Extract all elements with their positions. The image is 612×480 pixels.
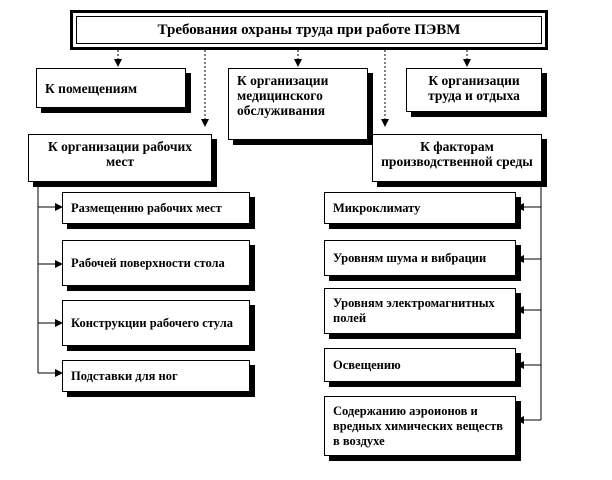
- factor-item-4-label: Освещению: [333, 357, 401, 372]
- category-factors: К факторам производственной среды: [372, 134, 542, 182]
- workplace-item-1-label: Размещению рабочих мест: [71, 200, 222, 215]
- factor-item-3-label: Уровням электромагнитных полей: [333, 296, 495, 325]
- workplace-item-3-label: Конструкции рабочего стула: [71, 315, 233, 330]
- factor-item-2: Уровням шума и вибрации: [324, 240, 516, 276]
- category-work-rest-label: К организации труда и отдыха: [428, 73, 520, 103]
- factor-item-3: Уровням электромагнитных полей: [324, 288, 516, 334]
- workplace-item-1: Размещению рабочих мест: [62, 192, 250, 224]
- title-inner-frame: [76, 16, 542, 44]
- diagram-title: Требования охраны труда при работе ПЭВМ: [157, 21, 461, 38]
- category-work-rest: К организации труда и отдыха: [406, 68, 542, 112]
- workplace-item-2-label: Рабочей поверхности стола: [71, 255, 225, 270]
- workplace-item-4: Подставки для ног: [62, 360, 250, 392]
- diagram-title-box: Требования охраны труда при работе ПЭВМ: [70, 10, 548, 50]
- category-workplaces: К организации рабочих мест: [28, 134, 212, 182]
- factor-item-4: Освещению: [324, 348, 516, 382]
- factor-item-5-label: Содержанию аэроионов и вредных химически…: [333, 403, 503, 448]
- workplace-item-3: Конструкции рабочего стула: [62, 300, 250, 346]
- factor-item-1-label: Микроклимату: [333, 200, 421, 215]
- category-factors-label: К факторам производственной среды: [381, 139, 533, 169]
- category-medical: К организации медицинского обслуживания: [228, 68, 368, 140]
- category-premises-label: К помещениям: [45, 80, 138, 96]
- category-workplaces-label: К организации рабочих мест: [47, 139, 193, 169]
- workplace-item-4-label: Подставки для ног: [71, 368, 178, 383]
- factor-item-1: Микроклимату: [324, 192, 516, 224]
- workplace-item-2: Рабочей поверхности стола: [62, 240, 250, 286]
- category-premises: К помещениям: [36, 68, 186, 108]
- category-medical-label: К организации медицинского обслуживания: [237, 73, 329, 118]
- factor-item-2-label: Уровням шума и вибрации: [333, 250, 487, 265]
- factor-item-5: Содержанию аэроионов и вредных химически…: [324, 396, 516, 456]
